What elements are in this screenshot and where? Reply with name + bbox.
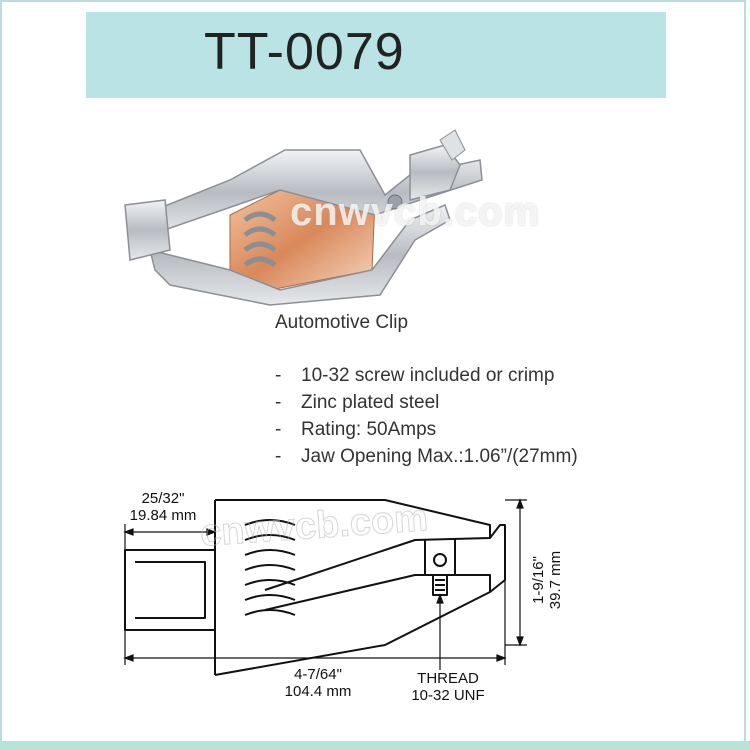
feature-text: Zinc plated steel [301, 392, 440, 413]
height-dimension: 1-9/16" 39.7 mm [530, 530, 570, 630]
jaw-width-mm: 19.84 mm [129, 507, 197, 524]
list-item: -Rating: 50Amps [275, 416, 578, 443]
height-mm: 39.7 mm [547, 550, 564, 610]
length-dimension: 4-7/64" 104.4 mm [268, 666, 368, 700]
product-photo [124, 129, 483, 306]
bullet-dash: - [275, 446, 282, 467]
product-name: Automotive Clip [275, 312, 409, 333]
bullet-dash: - [275, 392, 282, 413]
bullet-dash: - [275, 419, 282, 440]
list-item: -Zinc plated steel [275, 389, 578, 416]
list-item: -10-32 screw included or crimp [275, 362, 578, 389]
list-item: -Jaw Opening Max.:1.06”/(27mm) [275, 443, 578, 470]
bottom-strip [0, 741, 750, 750]
thread-spec: 10-32 UNF [411, 687, 485, 704]
jaw-width-dimension: 25/32" 19.84 mm [118, 490, 208, 524]
bullet-dash: - [275, 365, 282, 386]
thread-label: THREAD [417, 670, 479, 687]
thread-callout: THREAD 10-32 UNF [398, 670, 498, 704]
jaw-width-fraction: 25/32" [141, 490, 185, 507]
watermark-text: cnwvcb.com [290, 190, 541, 234]
feature-text: 10-32 screw included or crimp [301, 365, 555, 386]
technical-drawing [123, 498, 527, 676]
feature-text: Rating: 50Amps [301, 419, 437, 440]
feature-list: -10-32 screw included or crimp -Zinc pla… [275, 362, 578, 470]
length-fraction: 4-7/64" [294, 666, 342, 683]
feature-text: Jaw Opening Max.:1.06”/(27mm) [301, 446, 578, 467]
title-banner: TT-0079 [86, 12, 666, 98]
height-fraction: 1-9/16" [530, 556, 547, 604]
length-mm: 104.4 mm [284, 683, 352, 700]
product-code-title: TT-0079 [204, 23, 405, 81]
